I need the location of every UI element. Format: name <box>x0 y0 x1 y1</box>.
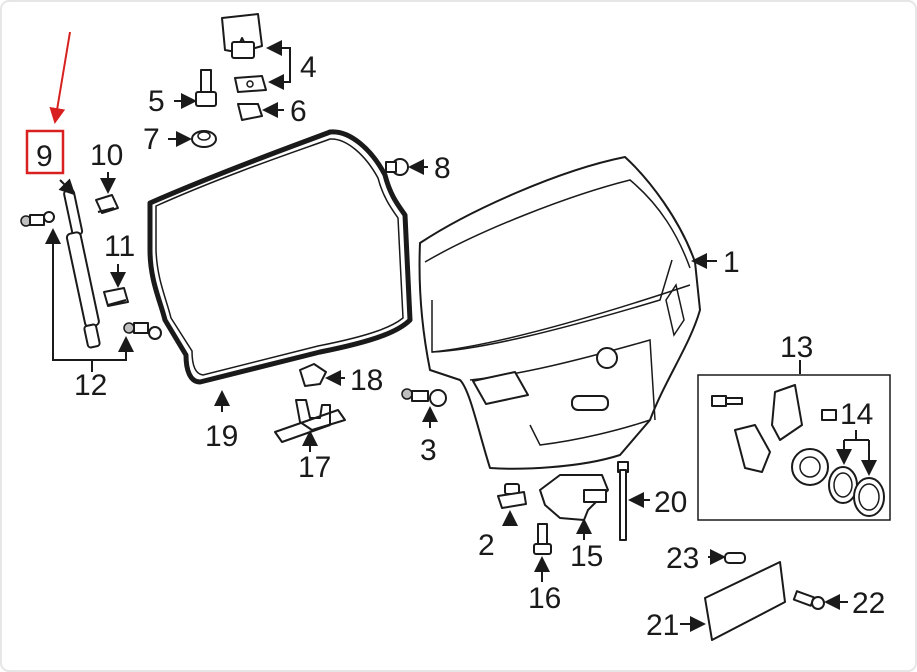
callout-18: 18 <box>350 364 383 397</box>
callout-19: 19 <box>205 420 238 453</box>
callout-14: 14 <box>840 398 873 431</box>
bolt-part-16 <box>533 523 552 555</box>
rod-part-20 <box>617 461 629 541</box>
bumper-part-2 <box>497 483 527 509</box>
lock-group-box-part-13 <box>697 374 891 521</box>
callout-22: 22 <box>852 587 885 620</box>
callout-16: 16 <box>528 582 561 615</box>
callout-12: 12 <box>74 369 107 402</box>
weatherstrip-part-19 <box>147 129 413 385</box>
callout-3: 3 <box>420 434 437 467</box>
callout-15: 15 <box>570 540 603 573</box>
callout-23: 23 <box>666 542 699 575</box>
callout-11: 11 <box>104 230 135 263</box>
callout-6: 6 <box>290 95 307 128</box>
leader-lines <box>45 40 877 632</box>
callout-8: 8 <box>434 152 451 185</box>
callout-labels: 1 2 3 4 5 6 7 8 9 10 11 12 13 14 15 16 1… <box>36 51 885 642</box>
grommet-part-7 <box>191 130 217 148</box>
ball-stud-part-12-upper <box>20 211 55 227</box>
callout-21: 21 <box>646 609 679 642</box>
callout-4: 4 <box>300 51 317 84</box>
callout-1: 1 <box>723 246 740 279</box>
bracket-part-17 <box>274 399 346 443</box>
pin-part-23 <box>724 552 746 564</box>
lock-components <box>711 384 837 486</box>
nut-part-6 <box>237 103 263 121</box>
bolt-part-5 <box>195 69 217 107</box>
callout-20: 20 <box>654 486 687 519</box>
callout-2: 2 <box>478 529 495 562</box>
callout-5: 5 <box>148 85 165 118</box>
hinge-part-4 <box>221 13 267 93</box>
callout-9: 9 <box>36 140 53 173</box>
latch-part-15-tab <box>583 489 607 503</box>
screw-part-22 <box>792 590 825 610</box>
clip-part-11 <box>103 287 129 307</box>
ball-stud-part-12-lower <box>123 322 162 340</box>
clip-part-10 <box>95 194 119 214</box>
latch-part-15 <box>539 474 609 521</box>
callout-7: 7 <box>143 123 160 156</box>
nut-part-18 <box>299 363 327 387</box>
red-pointer-arrow <box>49 31 71 124</box>
weatherstrip-inner <box>155 138 404 376</box>
lift-strut-part-9 <box>63 188 101 349</box>
stud-part-3 <box>401 388 447 407</box>
callout-10: 10 <box>90 139 123 172</box>
callout-9-highlight-box <box>25 129 65 175</box>
liftgate-part-1 <box>418 156 701 470</box>
callout-13: 13 <box>780 331 813 364</box>
license-bracket-part-21 <box>704 561 786 641</box>
bumper-part-8 <box>385 158 409 176</box>
emblem-part-14 <box>828 466 885 517</box>
callout-17: 17 <box>298 451 331 484</box>
